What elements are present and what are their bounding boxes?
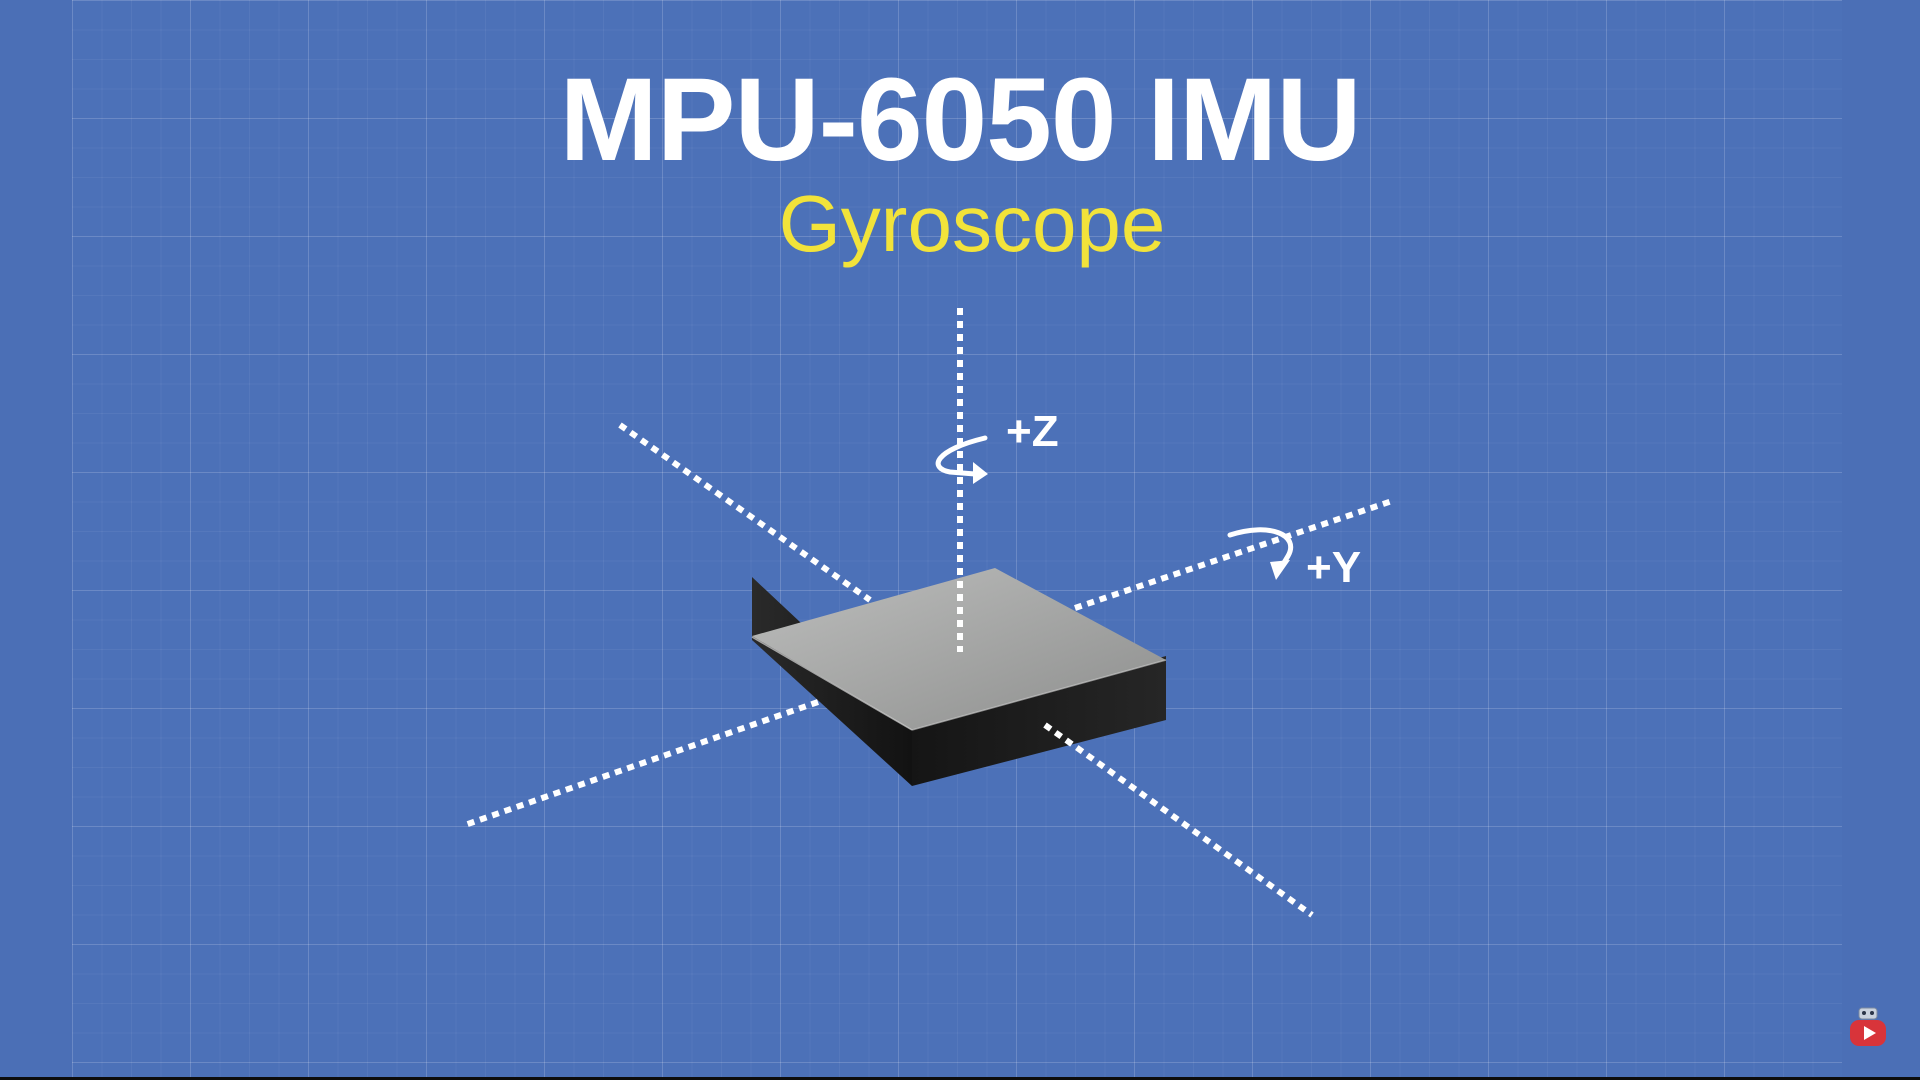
x-axis-back-line (618, 422, 872, 603)
y-axis-front-line (1043, 722, 1314, 918)
x-axis-front-line (461, 699, 819, 829)
page-title: MPU-6050 IMU (559, 54, 1361, 186)
y-axis-back-line (1074, 497, 1396, 611)
y-axis-label: +Y (1306, 543, 1361, 592)
robot-play-icon[interactable] (1846, 1006, 1890, 1050)
chip-right-face (912, 656, 1166, 786)
z-axis-label: +Z (1006, 407, 1059, 456)
z-rotation-arrow-icon (935, 435, 988, 484)
y-rotation-arrow-icon (1227, 527, 1293, 580)
bottom-border (0, 1077, 1920, 1080)
page-subtitle: Gyroscope (778, 179, 1166, 268)
blueprint-grid (72, 0, 1842, 1078)
